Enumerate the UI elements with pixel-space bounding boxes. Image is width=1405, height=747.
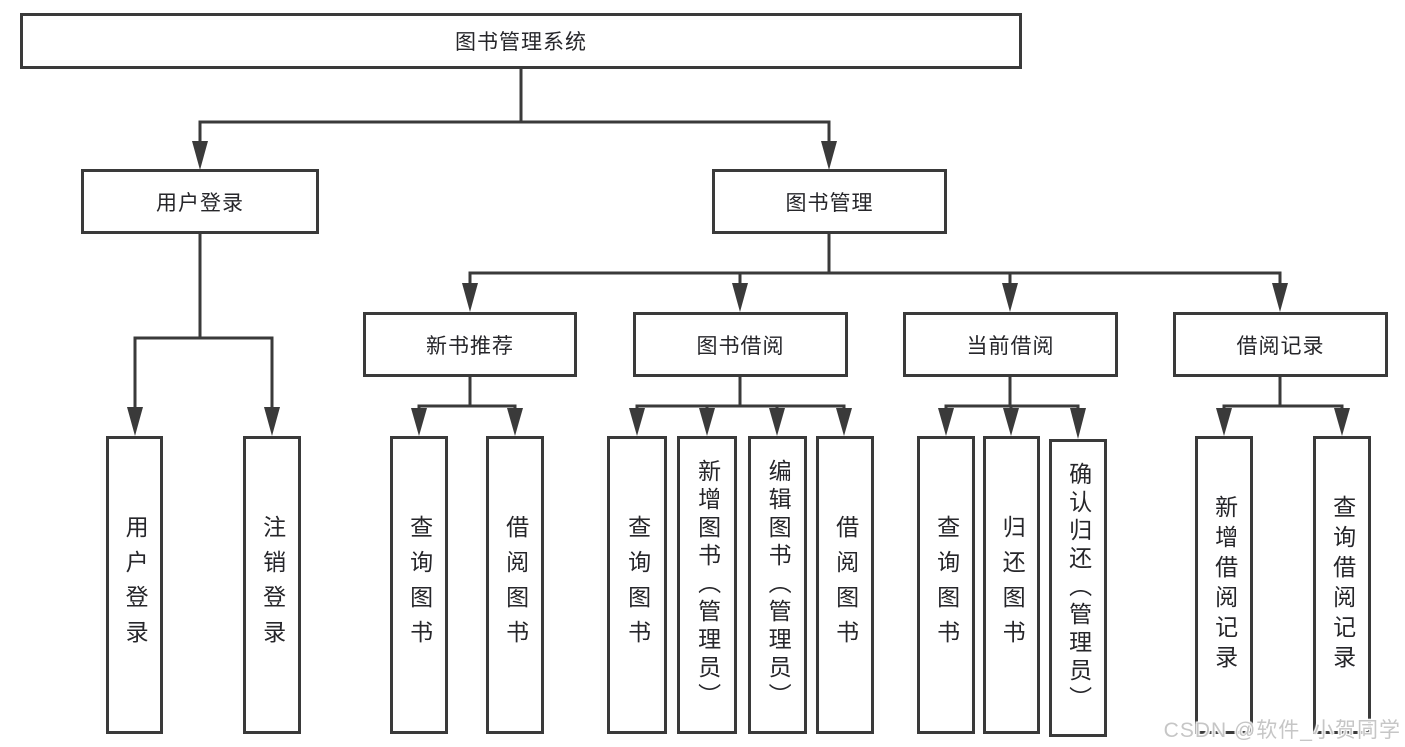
leaf-add-borrow-record-label: 新增借阅记录	[1211, 495, 1238, 675]
leaf-add-book-admin-label: 新增图书（管理员）	[694, 459, 721, 711]
leaf-logout: 注销登录	[243, 436, 301, 734]
leaf-query-books-current: 查询图书	[917, 436, 975, 734]
leaf-borrow-books-recommend-label: 借阅图书	[502, 515, 529, 655]
leaf-query-books-recommend-label: 查询图书	[406, 515, 433, 655]
node-user-login: 用户登录	[81, 169, 319, 234]
leaf-query-books-borrow-label: 查询图书	[624, 515, 651, 655]
leaf-borrow-books-borrow-label: 借阅图书	[832, 515, 859, 655]
arrowheads	[127, 141, 1350, 439]
node-new-book-recommend: 新书推荐	[363, 312, 577, 377]
connector-login-bar	[133, 336, 274, 408]
leaf-user-login-label: 用户登录	[122, 515, 149, 655]
leaf-edit-book-admin-label: 编辑图书（管理员）	[765, 459, 792, 711]
leaf-add-borrow-record: 新增借阅记录	[1195, 436, 1253, 734]
leaf-return-book-label: 归还图书	[999, 515, 1026, 655]
connector-root-bar	[198, 120, 831, 142]
leaf-borrow-books-recommend: 借阅图书	[486, 436, 544, 734]
leaf-query-borrow-record: 查询借阅记录	[1313, 436, 1371, 734]
connector-mgmt-bar	[468, 271, 1282, 284]
node-borrow-records: 借阅记录	[1173, 312, 1388, 377]
node-book-management: 图书管理	[712, 169, 947, 234]
leaf-user-login: 用户登录	[106, 436, 163, 734]
leaf-return-book: 归还图书	[983, 436, 1040, 734]
leaf-edit-book-admin: 编辑图书（管理员）	[748, 436, 807, 734]
leaf-confirm-return-admin-label: 确认归还（管理员）	[1065, 462, 1092, 714]
leaf-add-book-admin: 新增图书（管理员）	[677, 436, 737, 734]
csdn-watermark: CSDN @软件_小贺同学	[1163, 719, 1401, 742]
leaf-borrow-books-borrow: 借阅图书	[816, 436, 874, 734]
leaf-logout-label: 注销登录	[259, 515, 286, 655]
leaf-query-books-borrow: 查询图书	[607, 436, 667, 734]
leaf-query-books-recommend: 查询图书	[390, 436, 448, 734]
node-book-borrow: 图书借阅	[633, 312, 848, 377]
leaf-query-borrow-record-label: 查询借阅记录	[1329, 495, 1356, 675]
node-current-borrow: 当前借阅	[903, 312, 1118, 377]
leaf-confirm-return-admin: 确认归还（管理员）	[1049, 439, 1107, 737]
node-root: 图书管理系统	[20, 13, 1022, 69]
leaf-query-books-current-label: 查询图书	[933, 515, 960, 655]
